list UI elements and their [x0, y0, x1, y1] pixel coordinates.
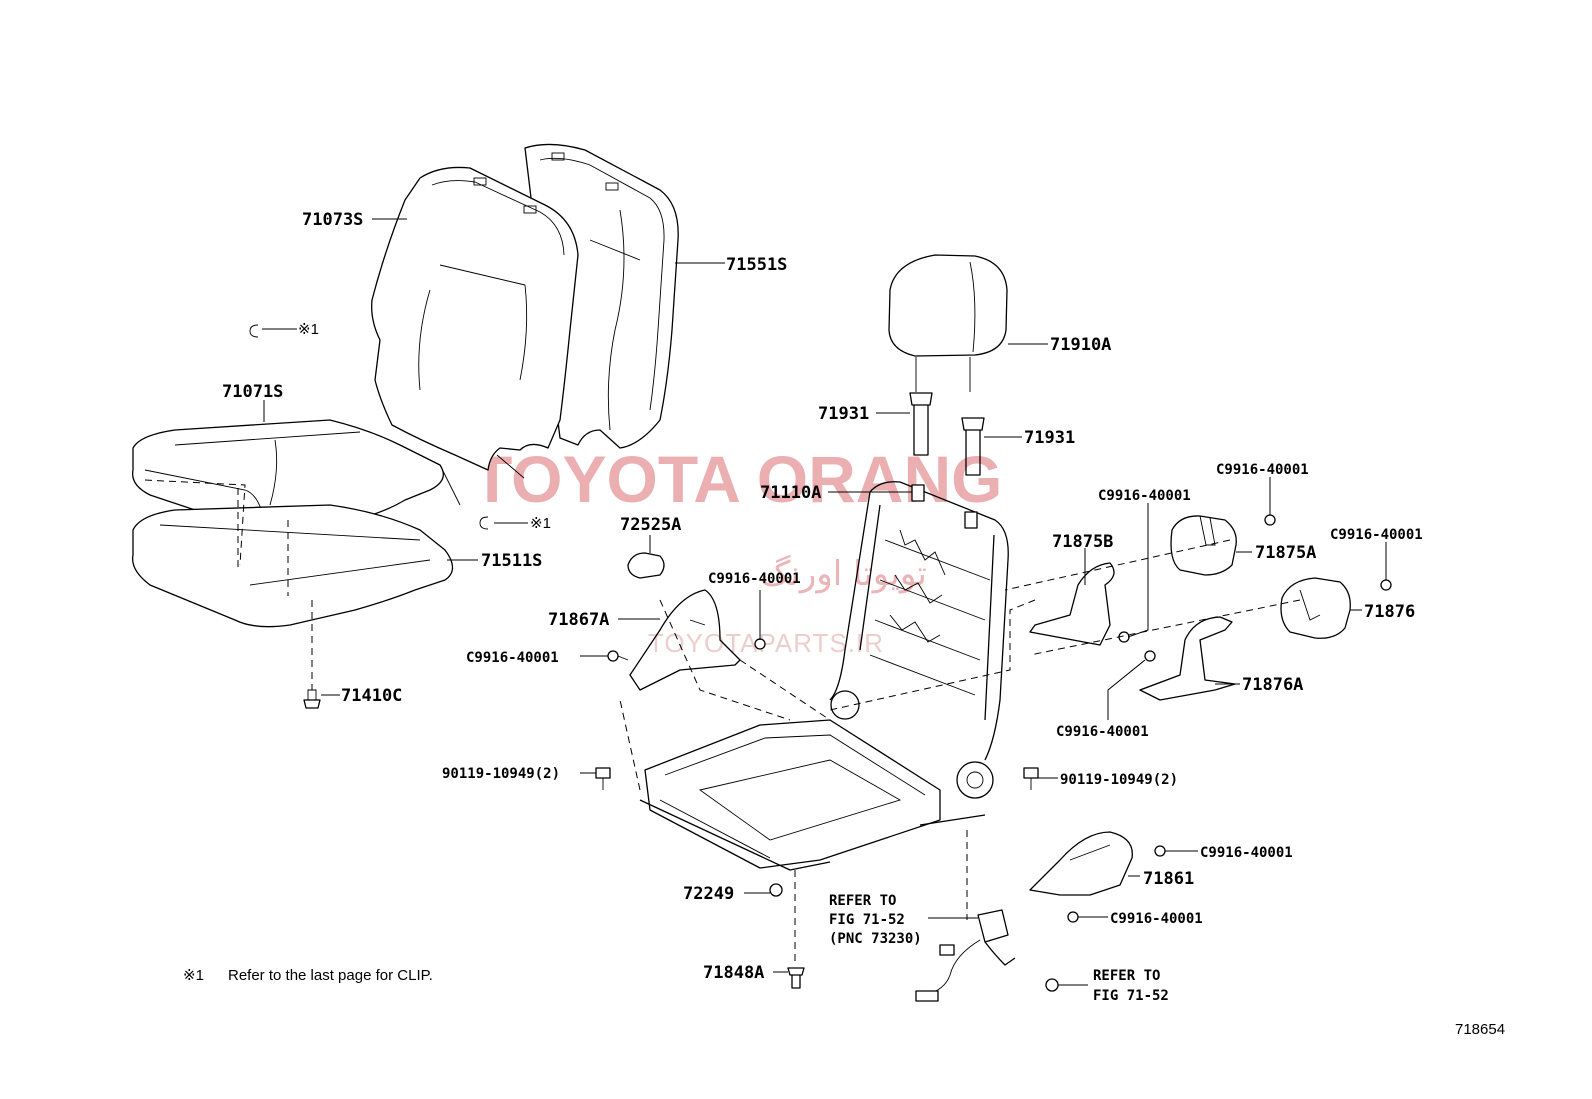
watermark-sub: TOYOTAPARTS.IR: [648, 628, 884, 658]
bolt-c9916-g: [1154, 845, 1166, 857]
footnote-mark: ※1: [183, 967, 204, 984]
label-90119-a: 90119-10949(2): [442, 766, 560, 782]
diagram-id: 718654: [1455, 1021, 1505, 1038]
hog-ring-clip-b: [479, 516, 528, 530]
label-71875B: 71875B: [1052, 532, 1113, 552]
label-71073S: 71073S: [302, 210, 363, 230]
cover-71861: [1029, 831, 1140, 896]
refer-2-line-2: FIG 71-52: [1093, 988, 1169, 1004]
label-71110A: 71110A: [760, 483, 821, 503]
label-71511S: 71511S: [481, 551, 542, 571]
seat-cushion-pad-71511S: [131, 504, 454, 628]
label-c9916-d: C9916-40001: [1216, 462, 1309, 478]
label-71875A: 71875A: [1255, 543, 1316, 563]
label-c9916-f: C9916-40001: [1056, 724, 1149, 740]
bolt-72249: [769, 883, 783, 897]
bolt-c9916-b: [754, 638, 766, 650]
clip-mark-a: ※1: [298, 321, 319, 338]
seatback-cover-71073S: [371, 166, 579, 479]
bolt-c9916-h: [1067, 911, 1079, 923]
bolt-c9916-f: [1144, 650, 1156, 662]
label-c9916-h: C9916-40001: [1110, 911, 1203, 927]
bolt-c9916-a: [607, 650, 629, 662]
label-71910A: 71910A: [1050, 335, 1111, 355]
label-c9916-e: C9916-40001: [1330, 527, 1423, 543]
label-c9916-c: C9916-40001: [1098, 488, 1191, 504]
headrest-guide-71931-right: [961, 417, 1022, 476]
cover-71875A: [1170, 515, 1252, 576]
headrest-71910A: [888, 254, 1048, 392]
footnote-text: Refer to the last page for CLIP.: [228, 967, 433, 984]
lever-72525A: [627, 535, 665, 579]
bolt-refer2: [1045, 978, 1059, 992]
seat-belt-buckle: [915, 909, 1016, 1002]
label-71876A: 71876A: [1242, 675, 1303, 695]
clip-71410C: [303, 689, 321, 709]
label-72249: 72249: [683, 884, 734, 904]
clip-mark-b: ※1: [530, 515, 551, 532]
label-71848A: 71848A: [703, 963, 764, 983]
label-71861: 71861: [1143, 869, 1194, 889]
label-c9916-b: C9916-40001: [708, 571, 801, 587]
bolt-90119-b: [1023, 767, 1039, 790]
cover-71876: [1280, 577, 1362, 639]
seat-frame-71110A: [639, 481, 1009, 871]
label-71410C: 71410C: [341, 686, 402, 706]
cover-71875B: [1029, 548, 1115, 646]
label-c9916-g: C9916-40001: [1200, 845, 1293, 861]
bolt-71848A: [787, 967, 805, 989]
refer-1-line-3: (PNC 73230): [829, 931, 922, 947]
watermark-main: TOYOTA ORANG: [472, 442, 1002, 516]
bolt-c9916-d: [1264, 514, 1276, 526]
refer-1-line-1: REFER TO: [829, 893, 896, 909]
seat-cushion-cover-71071S: [131, 419, 461, 532]
label-90119-b: 90119-10949(2): [1060, 772, 1178, 788]
headrest-guide-71931-left: [876, 392, 933, 456]
label-71931-left: 71931: [818, 404, 869, 424]
bolt-90119-a: [595, 767, 611, 790]
label-71876: 71876: [1364, 602, 1415, 622]
label-71867A: 71867A: [548, 610, 609, 630]
refer-1-line-2: FIG 71-52: [829, 912, 905, 928]
cover-71876A: [1139, 616, 1240, 701]
refer-2-line-1: REFER TO: [1093, 968, 1160, 984]
label-72525A: 72525A: [620, 515, 681, 535]
label-71071S: 71071S: [222, 382, 283, 402]
cover-71867A: [618, 589, 741, 691]
hog-ring-clip-a: [249, 324, 297, 338]
label-71551S: 71551S: [726, 255, 787, 275]
label-c9916-a: C9916-40001: [466, 650, 559, 666]
label-71931-right: 71931: [1024, 428, 1075, 448]
bolt-c9916-e: [1380, 579, 1392, 591]
